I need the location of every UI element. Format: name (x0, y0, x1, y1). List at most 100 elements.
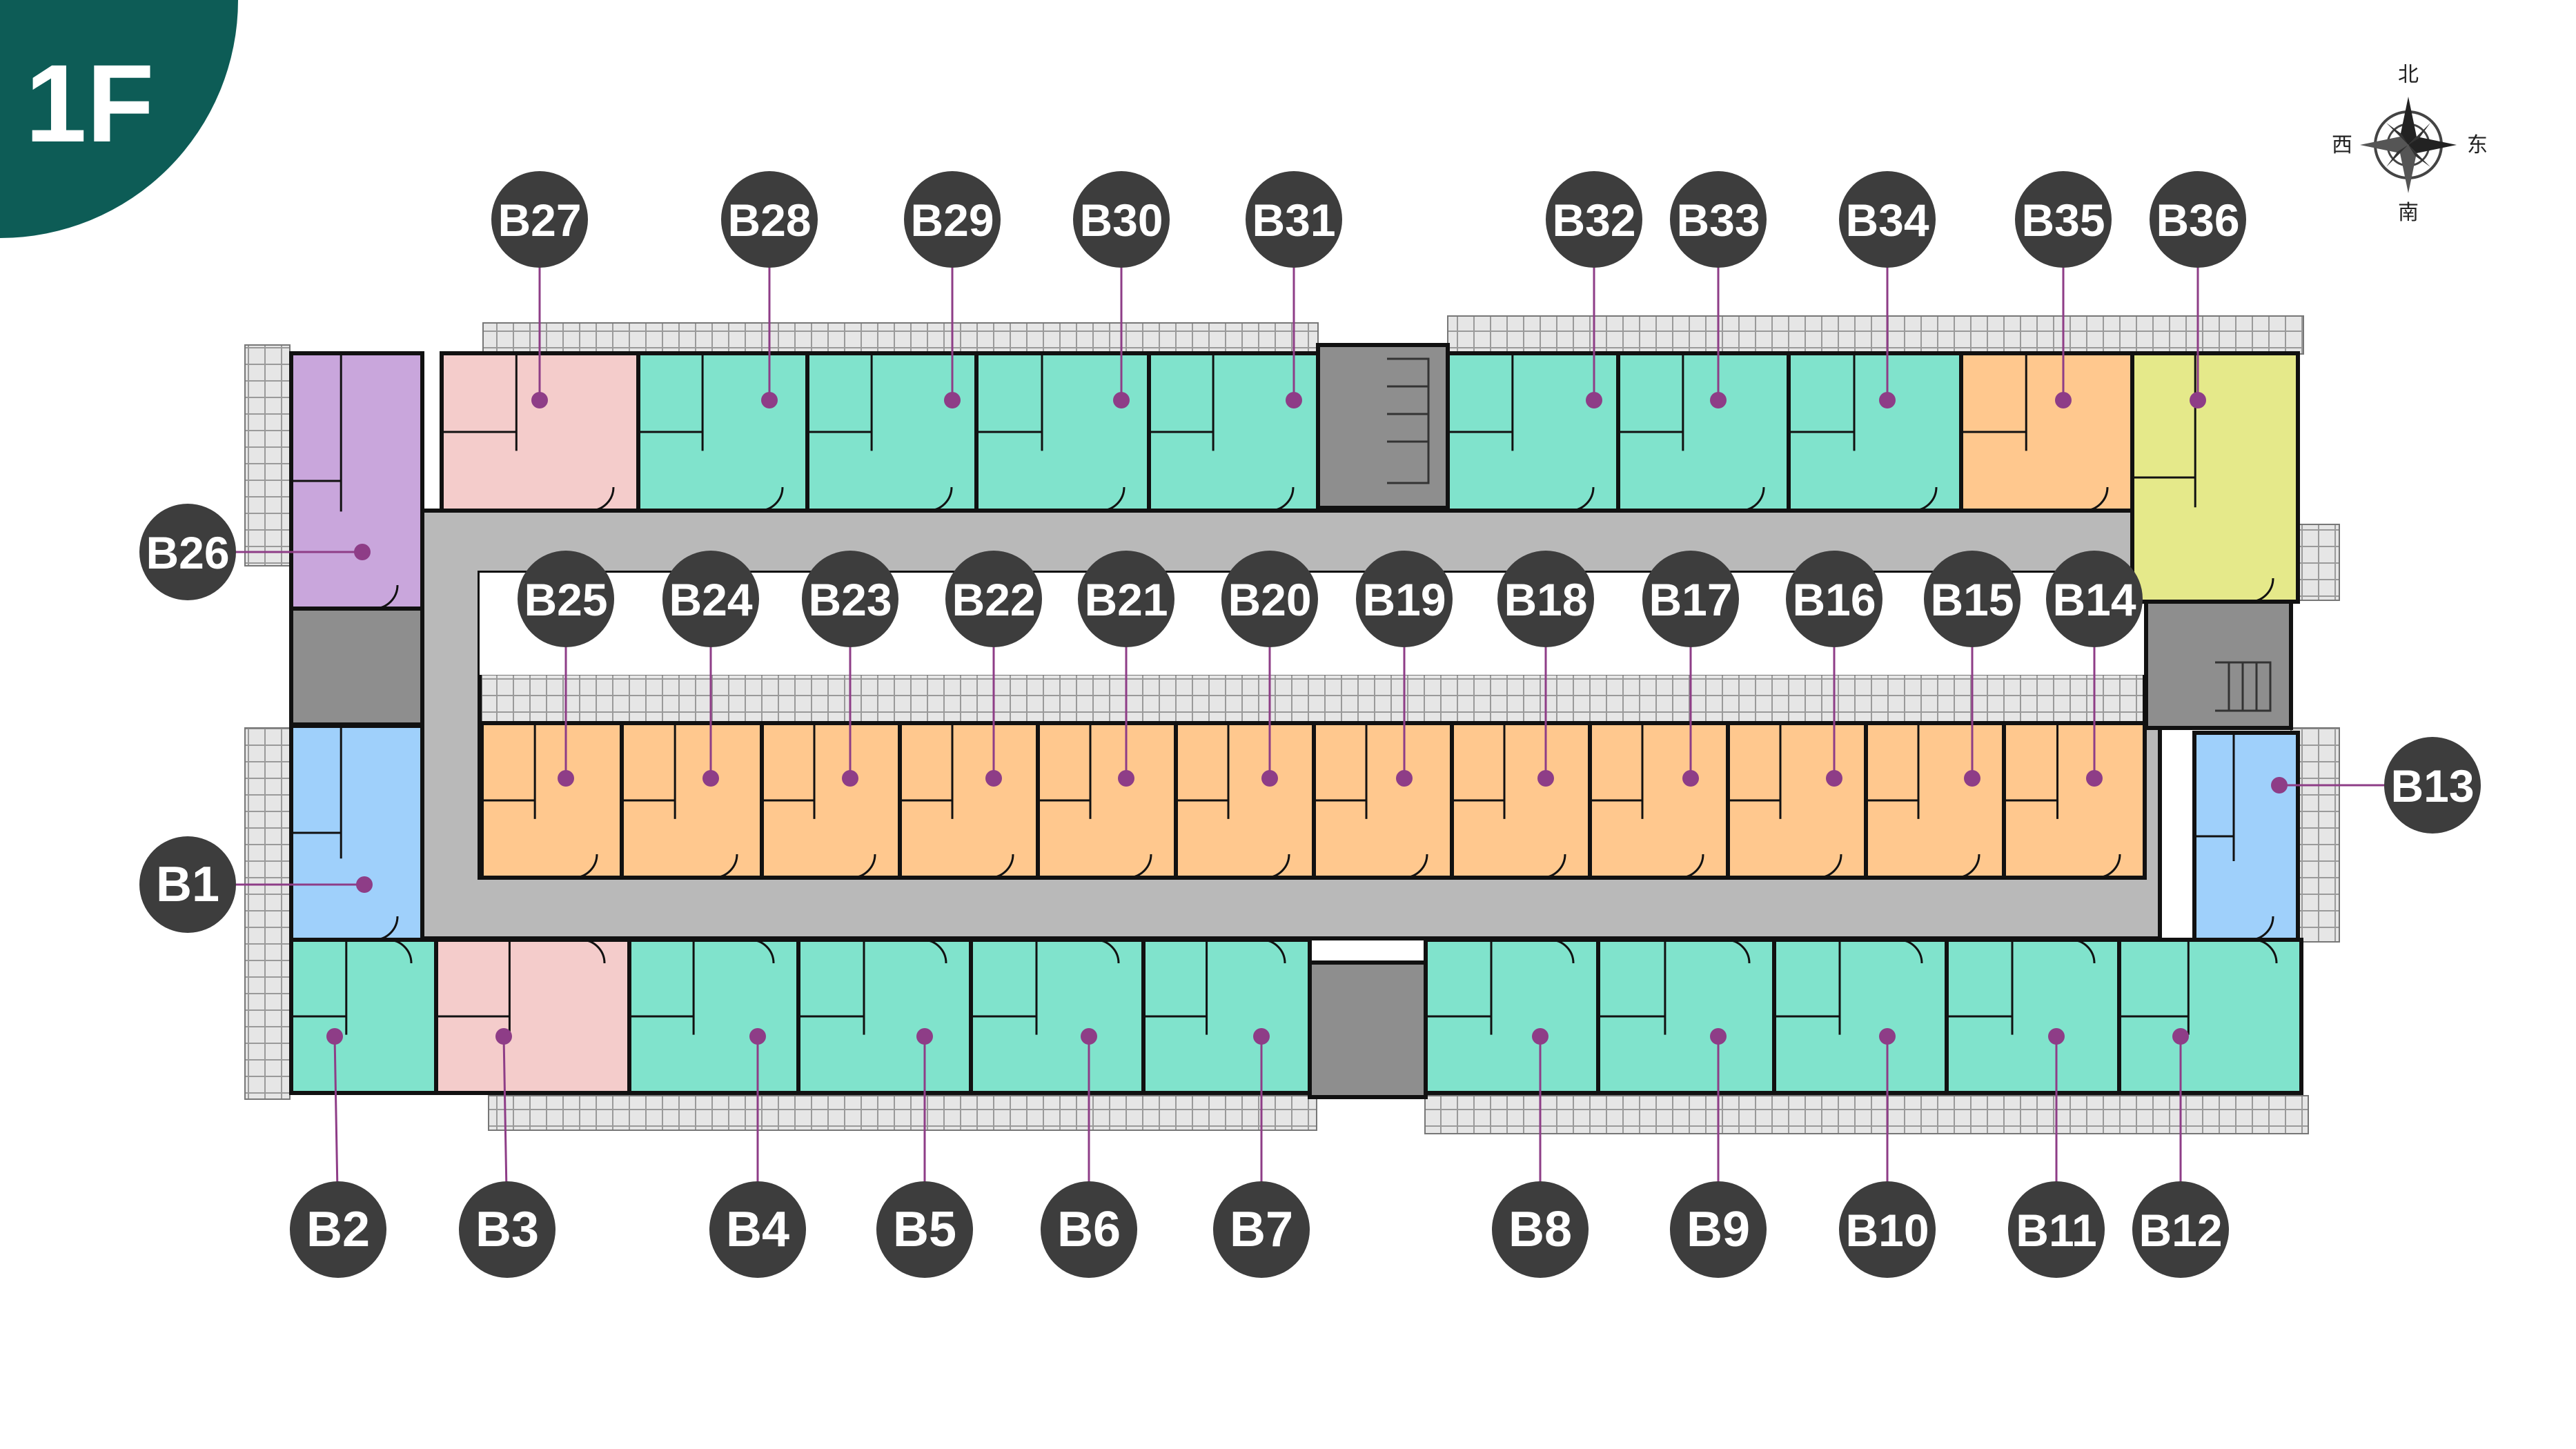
badge-b20[interactable]: B20 (1221, 551, 1318, 647)
unit-b11[interactable] (1945, 938, 2121, 1095)
badge-b4[interactable]: B4 (709, 1181, 806, 1278)
badge-b28[interactable]: B28 (721, 171, 818, 268)
unit-b34[interactable] (1787, 351, 1963, 513)
door-swing-icon (749, 938, 775, 964)
badge-b19[interactable]: B19 (1356, 551, 1453, 647)
unit-b3[interactable] (434, 938, 631, 1095)
unit-b36[interactable] (2130, 351, 2300, 604)
unit-dot-b15 (1964, 770, 1980, 787)
unit-b2[interactable] (289, 938, 438, 1095)
door-swing-icon (851, 854, 876, 879)
unit-dot-b35 (2055, 392, 2072, 408)
badge-b23[interactable]: B23 (802, 551, 898, 647)
badge-b24[interactable]: B24 (662, 551, 759, 647)
unit-b25[interactable] (480, 721, 624, 880)
unit-b4[interactable] (627, 938, 800, 1095)
unit-b23[interactable] (760, 721, 902, 880)
unit-b22[interactable] (898, 721, 1040, 880)
unit-b26[interactable] (289, 351, 424, 611)
unit-dot-b21 (1118, 770, 1134, 787)
unit-dot-b7 (1253, 1028, 1270, 1045)
badge-b16[interactable]: B16 (1786, 551, 1882, 647)
unit-b8[interactable] (1424, 938, 1600, 1095)
badge-b31[interactable]: B31 (1246, 171, 1342, 268)
unit-b13[interactable] (2192, 731, 2300, 942)
unit-b31[interactable] (1147, 351, 1320, 513)
unit-b6[interactable] (969, 938, 1146, 1095)
badge-circle (2150, 171, 2246, 268)
badge-b21[interactable]: B21 (1078, 551, 1174, 647)
badge-label-b29: B29 (910, 195, 994, 246)
door-swing-icon (1740, 486, 1765, 512)
unit-b10[interactable] (1772, 938, 1949, 1095)
badge-b15[interactable]: B15 (1924, 551, 2021, 647)
door-swing-icon (713, 854, 738, 879)
badge-b2[interactable]: B2 (290, 1181, 386, 1278)
unit-b7[interactable] (1141, 938, 1312, 1095)
unit-b15[interactable] (1864, 721, 2006, 880)
badge-b3[interactable]: B3 (459, 1181, 555, 1278)
unit-dot-b14 (2086, 770, 2103, 787)
unit-b29[interactable] (805, 351, 979, 513)
badge-b5[interactable]: B5 (876, 1181, 973, 1278)
door-swing-icon (1261, 938, 1286, 964)
badge-b8[interactable]: B8 (1492, 1181, 1589, 1278)
badge-b7[interactable]: B7 (1213, 1181, 1310, 1278)
badge-b17[interactable]: B17 (1642, 551, 1739, 647)
unit-b18[interactable] (1450, 721, 1592, 880)
badge-b32[interactable]: B32 (1546, 171, 1642, 268)
unit-b14[interactable] (2002, 721, 2147, 880)
badge-circle (1078, 551, 1174, 647)
badge-b25[interactable]: B25 (518, 551, 614, 647)
badge-circle (662, 551, 759, 647)
badge-b36[interactable]: B36 (2150, 171, 2246, 268)
badge-b33[interactable]: B33 (1670, 171, 1767, 268)
badge-b30[interactable]: B30 (1073, 171, 1170, 268)
door-swing-icon (589, 486, 615, 512)
badge-circle (709, 1181, 806, 1278)
door-swing-icon (580, 938, 606, 964)
door-swing-icon (573, 854, 598, 879)
badge-b29[interactable]: B29 (904, 171, 1001, 268)
unit-b30[interactable] (974, 351, 1151, 513)
badge-circle (876, 1181, 973, 1278)
badge-b12[interactable]: B12 (2132, 1181, 2229, 1278)
badge-b14[interactable]: B14 (2046, 551, 2143, 647)
unit-b1[interactable] (289, 724, 424, 942)
unit-b35[interactable] (1959, 351, 2134, 513)
badge-b6[interactable]: B6 (1041, 1181, 1137, 1278)
door-swing-icon (1127, 854, 1152, 879)
badge-label-b19: B19 (1362, 574, 1446, 625)
badge-circle (1670, 1181, 1767, 1278)
door-swing-icon (1549, 938, 1575, 964)
badge-b26[interactable]: B26 (139, 504, 236, 600)
badge-b9[interactable]: B9 (1670, 1181, 1767, 1278)
unit-dot-b22 (985, 770, 1002, 787)
unit-dot-b18 (1537, 770, 1554, 787)
unit-b33[interactable] (1616, 351, 1791, 513)
badge-b22[interactable]: B22 (945, 551, 1042, 647)
door-swing-icon (373, 584, 399, 610)
unit-b20[interactable] (1174, 721, 1316, 880)
unit-dot-b1 (356, 876, 373, 893)
badge-b10[interactable]: B10 (1839, 1181, 1936, 1278)
unit-b28[interactable] (636, 351, 809, 513)
unit-b16[interactable] (1726, 721, 1868, 880)
badge-b13[interactable]: B13 (2384, 737, 2481, 834)
badge-b1[interactable]: B1 (139, 836, 236, 933)
unit-b9[interactable] (1596, 938, 1776, 1095)
unit-b17[interactable] (1588, 721, 1730, 880)
badge-b18[interactable]: B18 (1497, 551, 1594, 647)
unit-b21[interactable] (1036, 721, 1178, 880)
badge-b35[interactable]: B35 (2015, 171, 2112, 268)
unit-b24[interactable] (620, 721, 764, 880)
unit-b19[interactable] (1312, 721, 1454, 880)
door-swing-icon (1912, 486, 1938, 512)
badge-b27[interactable]: B27 (491, 171, 588, 268)
unit-b5[interactable] (796, 938, 973, 1095)
badge-b34[interactable]: B34 (1839, 171, 1936, 268)
badge-label-b5: B5 (893, 1202, 956, 1257)
unit-b32[interactable] (1446, 351, 1620, 513)
unit-b12[interactable] (2117, 938, 2303, 1095)
badge-b11[interactable]: B11 (2008, 1181, 2105, 1278)
